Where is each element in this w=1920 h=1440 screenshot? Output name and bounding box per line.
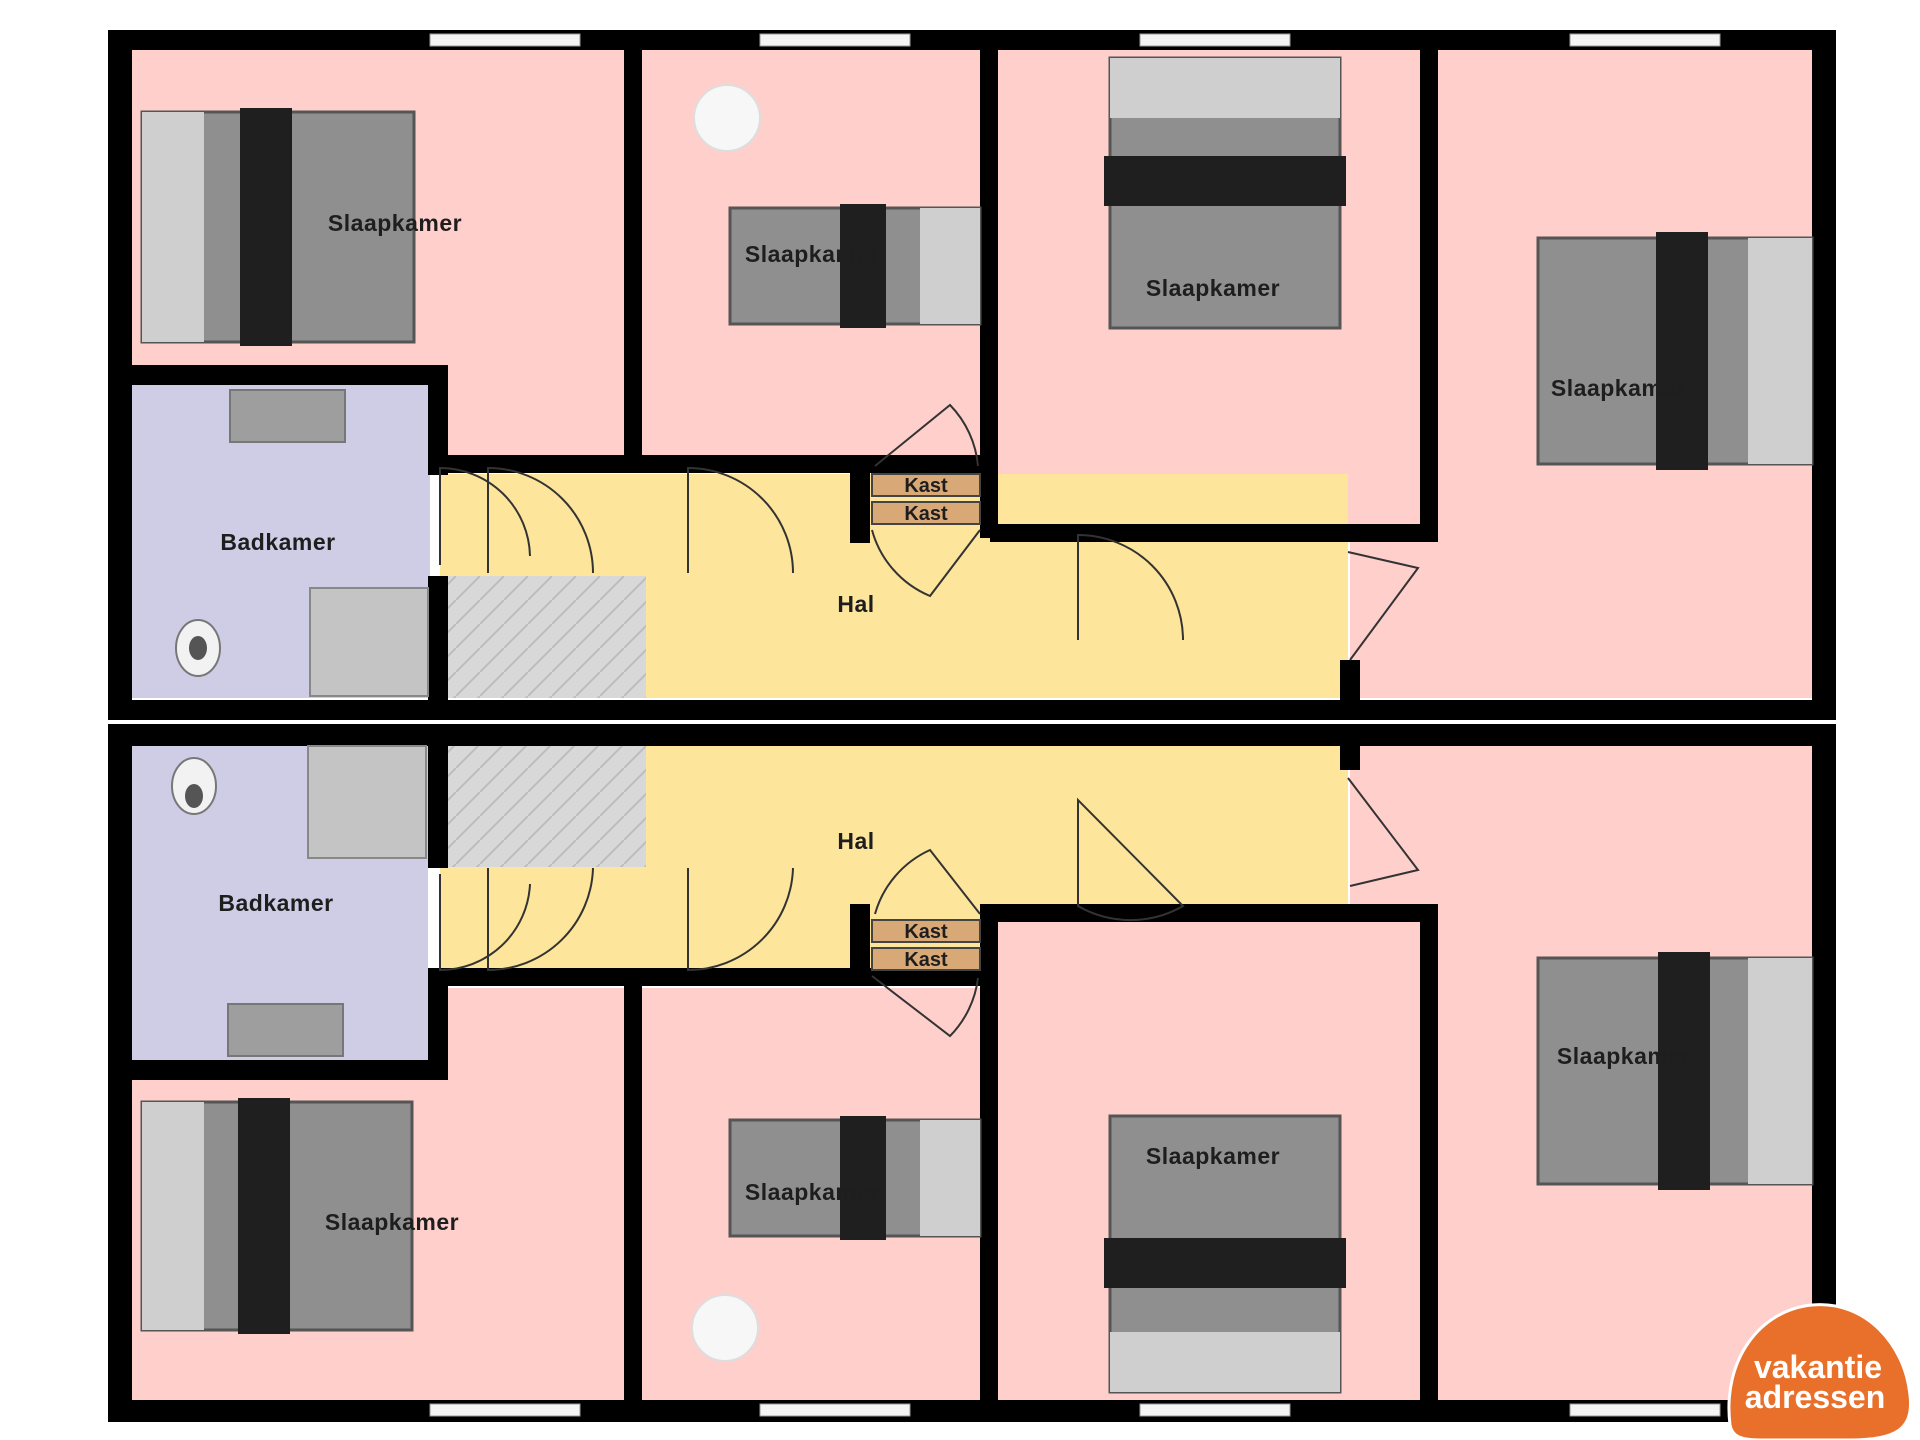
top-bedroom-2-label: Slaapkamer xyxy=(745,241,879,267)
top-walls xyxy=(108,30,1836,720)
top-shower xyxy=(309,587,429,697)
top-hall-label: Hal xyxy=(837,591,874,617)
top-stairs xyxy=(446,576,646,698)
bottom-bedroom-1-label: Slaapkamer xyxy=(325,1209,459,1235)
bottom-bathroom-label: Badkamer xyxy=(218,890,333,916)
bottom-toilet xyxy=(171,757,217,815)
top-bed-4 xyxy=(1536,232,1814,470)
top-windows xyxy=(429,33,1721,47)
top-sink xyxy=(229,389,346,443)
bottom-bedroom-2-label: Slaapkamer xyxy=(745,1179,879,1205)
bottom-bedroom-3-label: Slaapkamer xyxy=(1146,1143,1280,1169)
logo-line-1: vakantie xyxy=(1754,1349,1882,1385)
top-toilet xyxy=(175,619,221,677)
top-bedroom-3-label: Slaapkamer xyxy=(1146,275,1280,301)
bottom-sink xyxy=(227,1003,344,1057)
bottom-unit: Slaapkamer Slaapkamer Slaapkamer Slaapka… xyxy=(108,724,1836,1422)
bottom-doors xyxy=(439,777,1420,1038)
logo-line-2: adressen xyxy=(1745,1379,1886,1415)
top-kast-1 xyxy=(871,473,981,497)
bottom-hall-label: Hal xyxy=(837,828,874,854)
bottom-round-table xyxy=(691,1294,759,1362)
bottom-kast-2-label: Kast xyxy=(904,949,948,971)
top-bed-3 xyxy=(1104,56,1346,330)
top-kast-2 xyxy=(871,501,981,525)
bottom-bedroom-1-annex xyxy=(448,988,632,1088)
bottom-stairs xyxy=(446,745,646,867)
top-kast-1-label: Kast xyxy=(904,475,948,497)
top-kast-2-label: Kast xyxy=(904,503,948,525)
top-round-table xyxy=(693,84,761,152)
top-bedroom-4-label: Slaapkamer xyxy=(1551,375,1685,401)
bottom-bedroom-4-annex xyxy=(1350,745,1440,910)
top-unit: Slaapkamer Slaapkamer Slaapkamer Slaapka… xyxy=(108,30,1836,720)
bottom-bedroom-4-label: Slaapkamer xyxy=(1557,1043,1691,1069)
bottom-bed-4 xyxy=(1536,952,1814,1190)
bottom-kast-1-label: Kast xyxy=(904,921,948,943)
bottom-bed-2 xyxy=(728,1116,982,1240)
bottom-shower xyxy=(307,745,427,859)
top-bed-2 xyxy=(728,204,982,328)
vakantie-adressen-logo: vakantie adressen xyxy=(1727,1303,1913,1440)
bottom-kast-1 xyxy=(871,919,981,943)
bottom-bed-3 xyxy=(1104,1114,1346,1394)
top-doors xyxy=(439,403,1420,661)
bottom-bed-1 xyxy=(140,1098,414,1334)
bottom-kast-2 xyxy=(871,947,981,971)
bottom-windows xyxy=(429,1403,1721,1417)
top-bedroom-4-annex xyxy=(1350,534,1440,698)
top-bed-1 xyxy=(140,108,416,346)
top-bedroom-1-label: Slaapkamer xyxy=(328,210,462,236)
top-bathroom-label: Badkamer xyxy=(220,529,335,555)
